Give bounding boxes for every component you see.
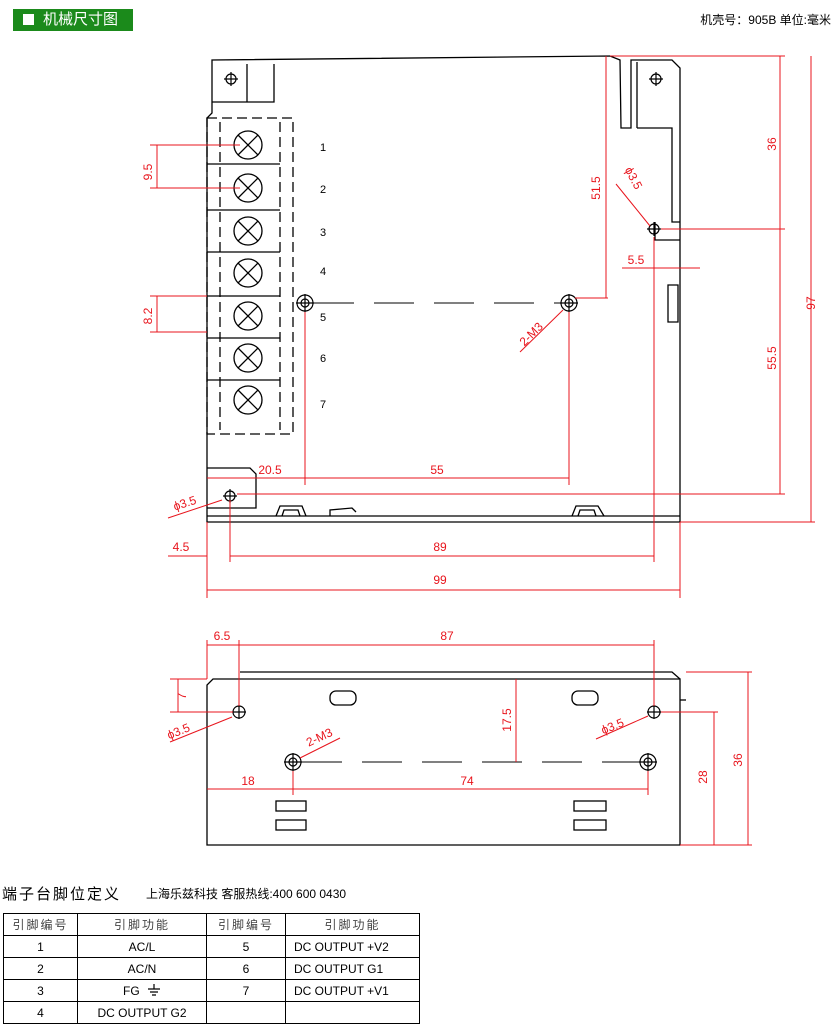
pin-no: 6 — [206, 957, 286, 980]
table-row: 4 DC OUTPUT G2 — [3, 1001, 420, 1024]
dim-hole-top: ϕ3.5 — [622, 165, 646, 193]
dim-hole-left: ϕ3.5 — [171, 493, 198, 514]
pin-no: 3 — [3, 979, 78, 1002]
ground-icon — [148, 983, 160, 996]
pin-func: DC OUTPUT +V2 — [285, 935, 420, 958]
dim-20-5: 20.5 — [258, 463, 282, 477]
side-view-dimension-labels: 6.5 87 7 ϕ3.5 2-M3 17.5 ϕ3.5 18 74 28 36 — [165, 629, 745, 788]
side-m3-left — [284, 753, 302, 771]
mount-hole-top-left — [224, 72, 238, 86]
m3-hole-right — [560, 294, 578, 312]
side-dim-hole-right: ϕ3.5 — [599, 715, 626, 737]
mechanical-drawing: 1 2 3 4 5 6 7 9.5 8.2 51.5 — [141, 55, 818, 846]
pin-func: DC OUTPUT +V1 — [285, 979, 420, 1002]
section-title-badge: 机械尺寸图 — [13, 9, 133, 31]
service-hotline: 上海乐兹科技 客服热线:400 600 0430 — [146, 887, 347, 901]
side-m3-right — [639, 753, 657, 771]
dim-51-5: 51.5 — [589, 176, 603, 200]
terminal-screw-3 — [233, 216, 263, 246]
pin-no: 5 — [206, 935, 286, 958]
pin-func: AC/N — [77, 957, 207, 980]
side-hole-right — [647, 705, 661, 719]
pin-func: DC OUTPUT G2 — [77, 1001, 207, 1024]
dim-97: 97 — [804, 296, 818, 310]
top-view-dimension-labels: 9.5 8.2 51.5 ϕ3.5 36 97 5.5 55.5 2-M3 20… — [141, 137, 818, 587]
pin-func: DC OUTPUT G1 — [285, 957, 420, 980]
side-dim-18: 18 — [241, 774, 255, 788]
model-info: 机壳号：905B 单位:毫米 — [700, 13, 831, 27]
dim-pitch-8-2: 8.2 — [141, 307, 155, 324]
header-pin-func-1: 引脚功能 — [77, 913, 207, 936]
pin-func — [285, 1001, 420, 1024]
terminal-screw-6 — [233, 343, 263, 373]
terminal-number-6: 6 — [320, 353, 326, 365]
terminal-number-4: 4 — [320, 266, 326, 278]
top-view-outline — [206, 55, 681, 523]
header-pin-no-2: 引脚编号 — [206, 913, 286, 936]
dim-55-5: 55.5 — [765, 346, 779, 370]
terminal-numbers: 1 2 3 4 5 6 7 — [320, 142, 326, 411]
side-view-holes — [232, 705, 661, 771]
terminal-screw-7 — [233, 385, 263, 415]
dim-99: 99 — [433, 573, 447, 587]
top-view-holes — [223, 72, 663, 503]
dim-5-5: 5.5 — [628, 253, 645, 267]
pin-table-header: 引脚编号 引脚功能 引脚编号 引脚功能 — [3, 913, 420, 936]
header-pin-func-2: 引脚功能 — [285, 913, 420, 936]
side-dim-6-5: 6.5 — [214, 629, 231, 643]
terminal-number-3: 3 — [320, 227, 326, 239]
terminal-block — [206, 117, 294, 435]
terminal-number-7: 7 — [320, 399, 326, 411]
pin-no: 4 — [3, 1001, 78, 1024]
m3-hole-left — [296, 294, 314, 312]
table-row: 1 AC/L 5 DC OUTPUT +V2 — [3, 935, 420, 958]
side-dim-28: 28 — [696, 770, 710, 784]
pin-no — [206, 1001, 286, 1024]
dim-pitch-9-5: 9.5 — [141, 163, 155, 180]
dim-4-5: 4.5 — [173, 540, 190, 554]
side-hole-left — [232, 705, 246, 719]
side-dim-36: 36 — [731, 753, 745, 767]
table-row: 3 FG 7 DC OUTPUT +V1 — [3, 979, 420, 1002]
top-view-dimensions — [150, 55, 815, 598]
pin-definition-title: 端子台脚位定义 — [2, 885, 122, 903]
pin-func: AC/L — [77, 935, 207, 958]
pin-func: FG — [122, 983, 140, 998]
pin-no: 2 — [3, 957, 78, 980]
mount-hole-right-slot — [647, 222, 661, 236]
header-pin-no-1: 引脚编号 — [3, 913, 78, 936]
side-view-dimensions — [169, 640, 752, 846]
side-dim-17-5: 17.5 — [500, 708, 514, 732]
table-row: 2 AC/N 6 DC OUTPUT G1 — [3, 957, 420, 980]
pin-func-fg: FG — [77, 979, 207, 1002]
dim-2-m3: 2-M3 — [517, 319, 546, 348]
terminal-number-2: 2 — [320, 184, 326, 196]
dim-89: 89 — [433, 540, 447, 554]
pin-no: 1 — [3, 935, 78, 958]
terminal-screw-5 — [233, 301, 263, 331]
terminal-number-1: 1 — [320, 142, 326, 154]
side-view-outline — [206, 671, 686, 846]
pin-no: 7 — [206, 979, 286, 1002]
terminal-screw-4 — [233, 258, 263, 288]
side-dim-7: 7 — [175, 692, 189, 699]
dim-55: 55 — [430, 463, 444, 477]
mount-hole-top-right — [649, 72, 663, 86]
section-title: 机械尺寸图 — [43, 11, 119, 28]
dim-36: 36 — [765, 137, 779, 151]
terminal-number-5: 5 — [320, 312, 326, 324]
side-dim-87: 87 — [440, 629, 454, 643]
side-dim-2-m3: 2-M3 — [304, 725, 335, 749]
square-icon — [23, 14, 34, 25]
pin-table: 引脚编号 引脚功能 引脚编号 引脚功能 1 AC/L 5 DC OUTPUT +… — [3, 913, 420, 1024]
side-dim-74: 74 — [460, 774, 474, 788]
